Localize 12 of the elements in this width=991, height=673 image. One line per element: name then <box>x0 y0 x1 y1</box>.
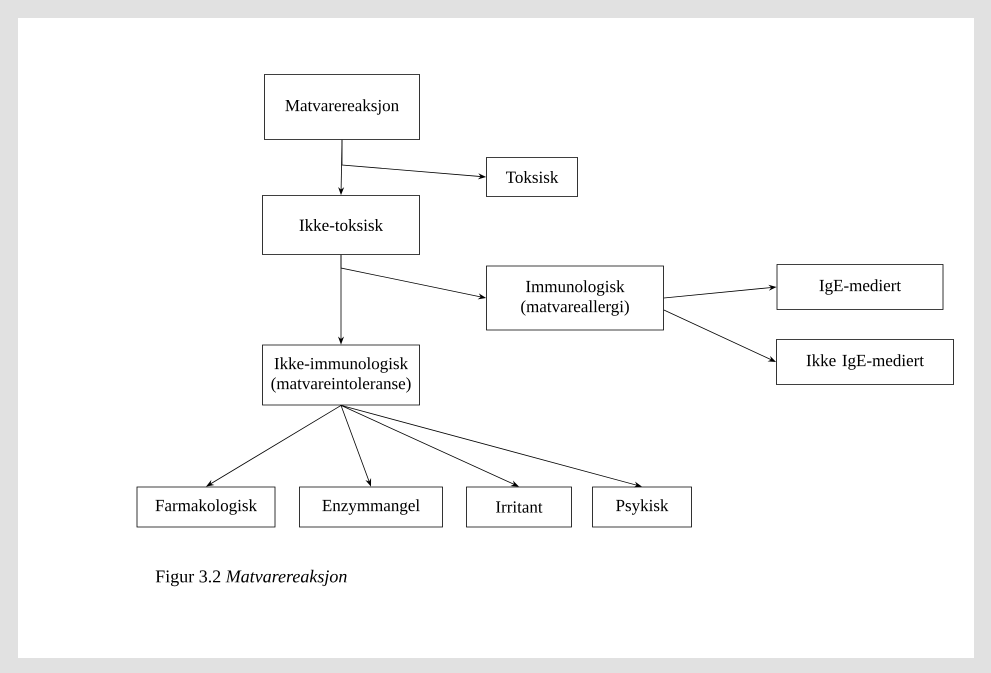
box: Farmakologisk <box>136 486 276 528</box>
box: Ikke-immunologisk (matvareintoleranse) <box>262 344 420 406</box>
box: Ikke IgE-mediert <box>776 339 954 385</box>
caption: Figur 3.2 Matvarereaksjon <box>156 570 347 586</box>
box: Psykisk <box>592 486 692 528</box>
box: Enzymmangel <box>299 486 443 528</box>
box: Toksisk <box>486 157 578 197</box>
box: Matvarereaksjon <box>264 74 420 140</box>
box: IgE-mediert <box>776 264 944 310</box>
box: Irritant <box>466 486 572 528</box>
box: Ikke-toksisk <box>262 195 420 255</box>
box: Immunologisk (matvareallergi) <box>486 266 664 330</box>
